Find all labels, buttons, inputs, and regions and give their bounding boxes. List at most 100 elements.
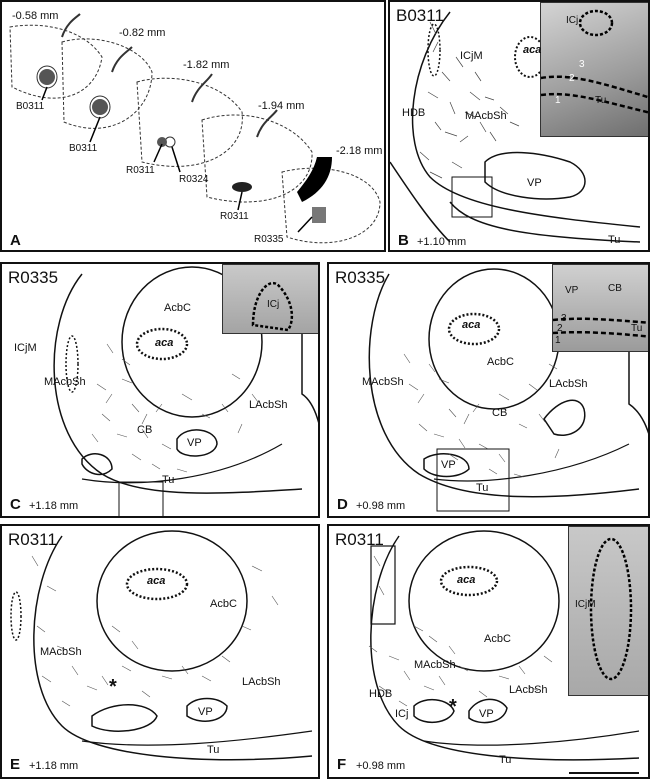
panel-b-photo-inset: ICj 3 2 1 Tu: [540, 2, 648, 137]
case-label-4: R0324: [179, 174, 209, 185]
region-macbsh: MAcbSh: [414, 659, 456, 671]
case-label-6: R0335: [254, 234, 284, 245]
panel-b: ICj 3 2 1 Tu B0311 ICjM aca HDB MAcbSh V…: [388, 0, 650, 252]
bregma-coordinate: +1.18 mm: [29, 500, 79, 512]
region-vp: VP: [198, 706, 213, 718]
bregma-coordinate: +0.98 mm: [356, 760, 406, 772]
region-lacbsh: LAcbSh: [249, 399, 288, 411]
inset-label-tu: Tu: [595, 95, 607, 106]
injection-site-1: [39, 69, 55, 85]
panel-f-drawing: [368, 530, 640, 761]
panel-d-photo-inset: VP CB 3 2 1 Tu: [552, 264, 648, 352]
injection-site-5: [232, 182, 252, 192]
scale-bar: [569, 772, 639, 774]
region-aca: aca: [147, 575, 166, 587]
panel-f-photo-inset: ICjM: [568, 526, 648, 696]
region-vp: VP: [479, 708, 494, 720]
region-acbc: AcbC: [210, 598, 237, 610]
case-id: R0311: [335, 530, 384, 549]
region-macbsh: MAcbSh: [40, 646, 82, 658]
case-id: R0311: [8, 530, 57, 549]
case-label-3: R0311: [126, 165, 155, 176]
region-aca: aca: [457, 574, 476, 586]
inset-label-3: 3: [561, 313, 567, 324]
region-aca: aca: [462, 319, 481, 331]
level-label-2: -0.82 mm: [119, 27, 166, 39]
inset-label-2: 2: [557, 323, 563, 334]
bregma-coordinate: +0.98 mm: [356, 500, 406, 512]
panel-letter-d: D: [337, 496, 348, 513]
region-tu: Tu: [162, 474, 175, 486]
inset-label-tu: Tu: [631, 323, 643, 334]
region-acbc: AcbC: [164, 302, 191, 314]
case-label-2: B0311: [69, 143, 98, 154]
panel-b-inset-overlay: [541, 9, 648, 114]
panel-c-drawing: [53, 266, 318, 516]
level-label-4: -1.94 mm: [258, 100, 305, 112]
region-cb: CB: [137, 424, 153, 436]
region-macbsh: MAcbSh: [465, 110, 507, 122]
level-label-3: -1.82 mm: [183, 59, 230, 71]
bregma-coordinate: +1.10 mm: [417, 236, 467, 248]
inset-label-1: 1: [555, 95, 561, 106]
region-lacbsh: LAcbSh: [509, 684, 548, 696]
inset-label-icj: ICj: [566, 15, 579, 26]
panel-d-drawing: [368, 268, 648, 512]
region-tu: Tu: [476, 482, 489, 494]
case-id: R0335: [335, 268, 386, 287]
region-lacbsh: LAcbSh: [242, 676, 281, 688]
panel-e: R0311 aca AcbC MAcbSh LAcbSh * VP Tu E +…: [0, 524, 320, 779]
asterisk-marker: *: [449, 696, 457, 718]
case-id: R0335: [8, 268, 59, 287]
inset-label-vp: VP: [565, 285, 579, 296]
panel-c: ICj R0335 AcbC aca ICjM MAcbSh LAcbSh CB…: [0, 262, 320, 518]
region-acbc: AcbC: [484, 633, 511, 645]
panel-a-sections: [9, 13, 381, 244]
region-hdb: HDB: [369, 688, 393, 700]
region-vp: VP: [187, 437, 202, 449]
panel-b-drawing: [390, 11, 641, 243]
inset-label-icjm: ICjM: [575, 599, 596, 610]
region-tu: Tu: [608, 234, 621, 246]
bregma-coordinate: +1.18 mm: [29, 760, 79, 772]
dark-mass: [297, 157, 332, 202]
panel-letter-e: E: [10, 756, 21, 773]
region-aca: aca: [155, 337, 174, 349]
inset-label-icj: ICj: [267, 299, 280, 310]
panel-a: -0.58 mm -0.82 mm -1.82 mm -1.94 mm -2.1…: [0, 0, 386, 252]
region-macbsh: MAcbSh: [44, 376, 86, 388]
level-label-1: -0.58 mm: [12, 10, 59, 22]
region-icjm: ICjM: [460, 50, 483, 62]
region-icjm: ICjM: [14, 342, 37, 354]
region-macbsh: MAcbSh: [362, 376, 404, 388]
case-id: B0311: [396, 6, 444, 25]
asterisk-marker: *: [109, 676, 117, 698]
region-hdb: HDB: [402, 107, 426, 119]
case-label-1: B0311: [16, 101, 45, 112]
panel-letter-a: A: [10, 232, 21, 249]
injection-site-2: [92, 99, 108, 115]
region-lacbsh: LAcbSh: [549, 378, 588, 390]
panel-e-drawing: [10, 530, 313, 761]
region-vp: VP: [527, 177, 542, 189]
inset-label-2: 2: [569, 73, 575, 84]
injection-site-6: [312, 207, 326, 223]
region-icj: ICj: [395, 708, 409, 720]
region-aca: aca: [523, 44, 542, 56]
panel-c-photo-inset: ICj: [222, 264, 318, 334]
inset-label-1: 1: [555, 335, 561, 346]
inset-label-cb: CB: [608, 283, 622, 294]
panel-letter-b: B: [398, 232, 409, 249]
level-label-5: -2.18 mm: [336, 145, 383, 157]
inset-label-3: 3: [579, 59, 585, 70]
case-label-5: R0311: [220, 211, 249, 222]
region-tu: Tu: [499, 754, 512, 766]
panel-d: VP CB 3 2 1 Tu R0335 aca AcbC LAcbSh MAc…: [327, 262, 650, 518]
region-acbc: AcbC: [487, 356, 514, 368]
region-tu: Tu: [207, 744, 220, 756]
panel-f: ICjM R0311 aca AcbC MAcbSh LAcbSh HDB IC…: [327, 524, 650, 779]
panel-letter-f: F: [337, 756, 347, 773]
region-vp: VP: [441, 459, 456, 471]
panel-letter-c: C: [10, 496, 21, 513]
injection-site-3: [157, 137, 167, 147]
